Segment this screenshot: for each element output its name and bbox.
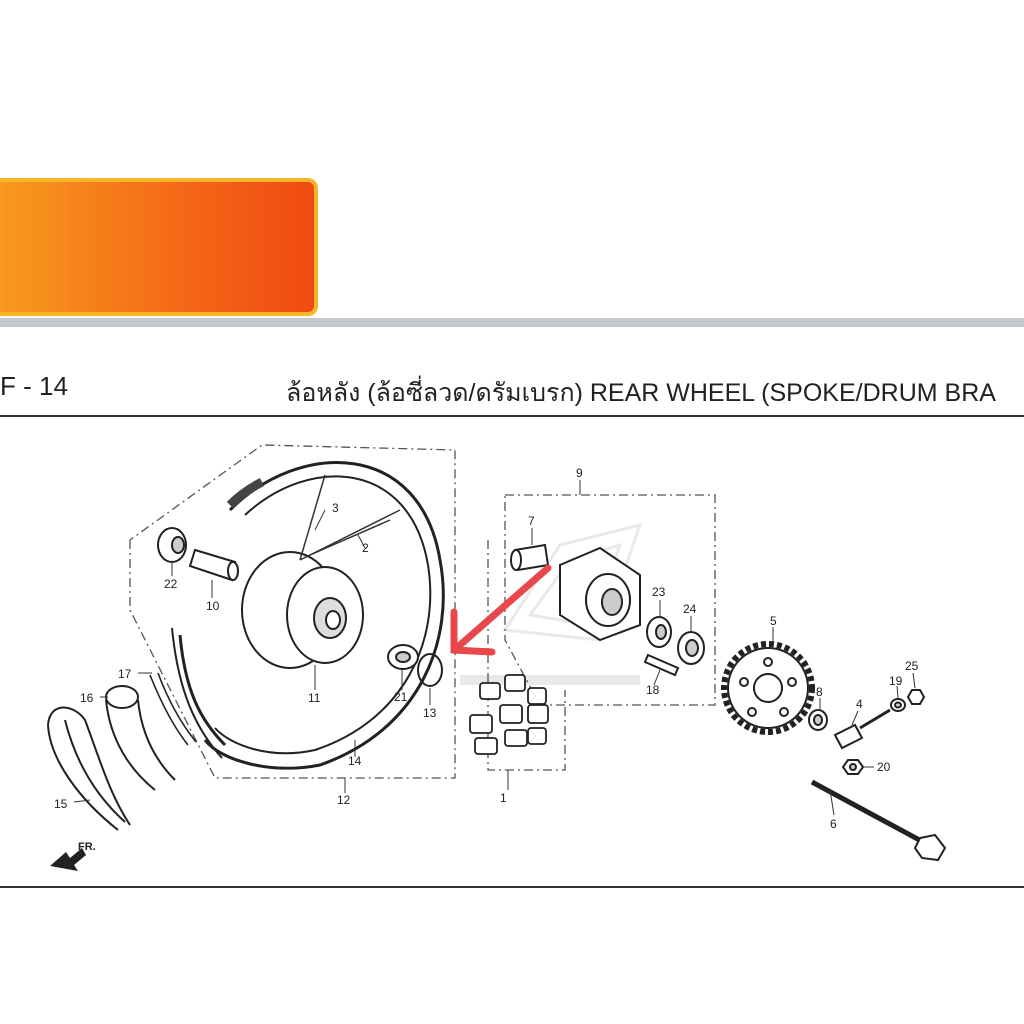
hub-assembly-group-box [504, 494, 716, 706]
callout-1: 1 [500, 791, 507, 805]
callout-12: 12 [337, 793, 351, 807]
callout-2: 2 [362, 541, 369, 555]
callout-25: 25 [905, 659, 919, 673]
collar-8 [808, 709, 828, 731]
callout-21: 21 [394, 690, 408, 704]
tube-16 [105, 685, 176, 791]
page-title: ล้อหลัง (ล้อซี่ลวด/ดรัมเบรก) REAR WHEEL … [286, 379, 996, 407]
callout-22: 22 [164, 577, 178, 591]
diagram-top-rule [0, 415, 1024, 417]
collar-7 [510, 543, 550, 572]
driven-flange-9 [559, 546, 641, 642]
callout-20: 20 [877, 760, 891, 774]
callout-16: 16 [80, 691, 94, 705]
callout-23: 23 [652, 585, 666, 599]
callout-13: 13 [423, 706, 437, 720]
oil-seal-24 [677, 631, 705, 665]
spokes [299, 474, 401, 561]
highlight-arrow [450, 564, 552, 656]
callout-14: 14 [348, 754, 362, 768]
front-direction-marker: FR. [50, 841, 96, 871]
bearing-23 [646, 616, 672, 648]
front-marker-label: FR. [78, 841, 96, 853]
callout-4: 4 [856, 697, 863, 711]
diagram-bottom-rule [0, 886, 1024, 888]
orange-banner [0, 178, 318, 316]
chain-adjuster-4 [833, 708, 891, 750]
callout-8: 8 [816, 685, 823, 699]
callout-7: 7 [528, 514, 535, 528]
stud-bolt-18 [643, 653, 680, 677]
callout-15: 15 [54, 797, 68, 811]
callout-18: 18 [646, 683, 660, 697]
bearing-22 [157, 527, 187, 563]
callout-labels: 1 2 3 4 5 6 7 8 9 10 11 12 13 14 15 16 1… [54, 466, 919, 831]
o-ring-13 [417, 653, 443, 687]
collar-10 [188, 548, 239, 582]
callout-24: 24 [683, 602, 697, 616]
callout-6: 6 [830, 817, 837, 831]
tire-15 [47, 706, 131, 831]
bearing-21 [387, 644, 419, 670]
callout-17: 17 [118, 667, 132, 681]
callout-3: 3 [332, 501, 339, 515]
rim [171, 461, 445, 770]
callout-9: 9 [576, 466, 583, 480]
nut-25 [906, 689, 926, 705]
wheel-assembly-group-box [129, 444, 456, 779]
page-code: F - 14 [0, 371, 68, 401]
header-divider-bar [0, 318, 1024, 327]
nut-19 [890, 698, 906, 712]
sprocket-5 [721, 641, 815, 735]
callout-19: 19 [889, 674, 903, 688]
callout-5: 5 [770, 614, 777, 628]
nut-20 [841, 759, 865, 775]
wheel-hub [241, 551, 364, 669]
rim-band-17 [149, 672, 197, 746]
callout-10: 10 [206, 599, 220, 613]
callout-11: 11 [308, 691, 321, 705]
damper-rubbers-1 [469, 674, 549, 755]
